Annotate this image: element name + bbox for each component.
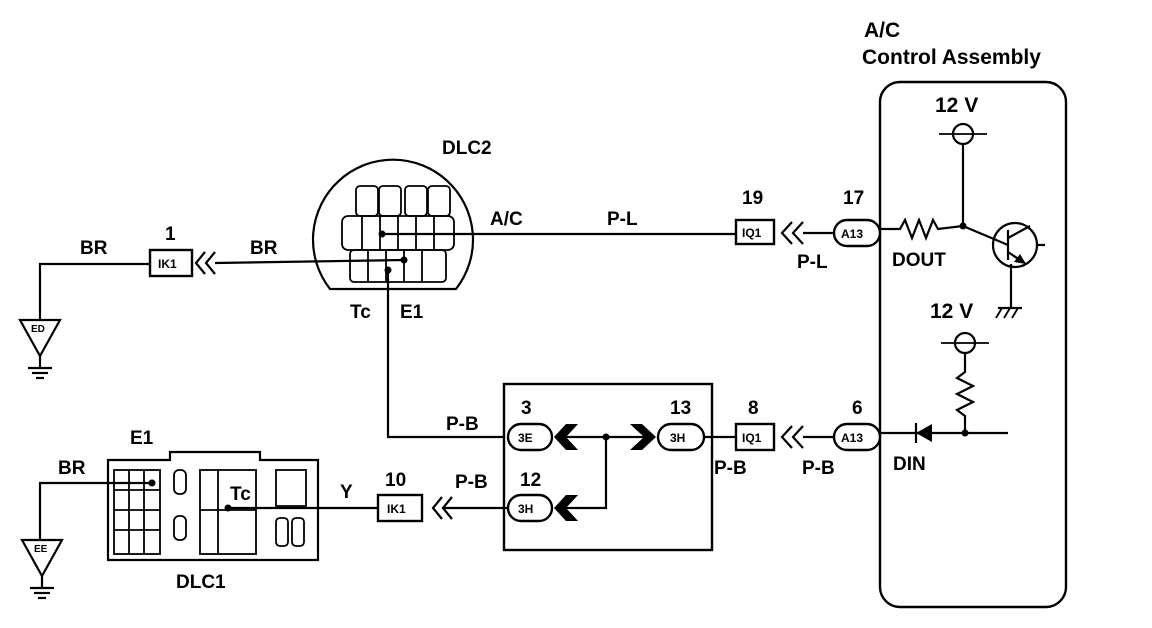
ik1-top-code: IK1	[158, 257, 177, 271]
iq1-bot-code: IQ1	[742, 431, 762, 445]
junction-connector-box	[502, 382, 714, 552]
chassis-ground-hatch	[995, 307, 1003, 319]
a13-bot-connector	[832, 422, 882, 452]
iq1-bot-chevron	[791, 425, 804, 449]
pl-wire-label: P-L	[607, 209, 638, 230]
din-diode	[916, 424, 932, 442]
pb-tc-wire	[386, 270, 506, 439]
transistor-collector	[1007, 225, 1031, 239]
junction-3e	[506, 422, 554, 452]
ik1-top-chevron	[204, 251, 216, 275]
a13-top-code: A13	[841, 227, 863, 241]
br-ground-label: BR	[80, 238, 108, 259]
br-ground-wire	[38, 262, 150, 320]
junction-pin3: 3	[521, 398, 532, 419]
a13-top-connector	[832, 218, 882, 248]
br-dlc1-label: BR	[58, 458, 86, 479]
a13-bot-pin: 6	[852, 398, 863, 419]
iq1-top-chevron	[791, 221, 804, 245]
din-pullup-resistor	[954, 353, 976, 433]
junction-3e-code: 3E	[518, 431, 533, 445]
dlc2-outline	[311, 158, 475, 291]
ed-ground-triangle	[18, 318, 62, 359]
dlc1-e1-label: E1	[130, 428, 154, 449]
supply-top-label: 12 V	[935, 94, 978, 117]
iq1-top-connector	[734, 218, 776, 246]
junction-3h-bot-code: 3H	[518, 502, 533, 516]
junction-3h-top-code: 3H	[670, 431, 685, 445]
ik1-top-connector	[148, 248, 194, 278]
ik1-bot-chevron	[431, 496, 443, 520]
iq1-bot-connector	[734, 422, 776, 452]
dlc1-tc-label: Tc	[230, 484, 251, 505]
din-label: DIN	[893, 454, 926, 475]
ik1-top-pin: 1	[165, 224, 176, 245]
br-dlc2-label: BR	[250, 238, 278, 259]
dout-resistor	[880, 216, 964, 242]
supply-mid-label: 12 V	[930, 300, 973, 323]
y-dlc1-label: Y	[340, 482, 353, 503]
pb-junction-out-label: P-B	[714, 458, 747, 479]
ik1-bot-pin: 10	[385, 470, 406, 491]
pl-conn-label: P-L	[797, 252, 828, 273]
chassis-ground-hatch	[1003, 307, 1011, 319]
dlc2-ac-label: A/C	[490, 209, 523, 230]
iq1-bot-pin: 8	[748, 398, 759, 419]
junction-pin12: 12	[520, 470, 541, 491]
dlc1-tc-pin-dot	[224, 504, 232, 512]
dlc2-name: DLC2	[442, 138, 492, 159]
a13-top-pin: 17	[843, 188, 864, 209]
ac-control-assembly-box	[878, 80, 1068, 609]
iq1-top-code: IQ1	[742, 226, 762, 240]
iq1-top-pin: 19	[742, 188, 763, 209]
dlc1-name: DLC1	[176, 572, 226, 593]
dlc2-e1-label: E1	[400, 302, 424, 323]
ac-assembly-title-line2: Control Assembly	[862, 46, 1041, 69]
pb-tc-label: P-B	[446, 414, 479, 435]
dlc1-outline	[106, 450, 320, 562]
dout-label: DOUT	[892, 250, 946, 271]
ik1-top-chevron	[194, 251, 206, 275]
transistor-arrow	[1014, 254, 1026, 264]
junction-pin13: 13	[670, 398, 691, 419]
chassis-ground-hatch	[1011, 307, 1019, 319]
junction-3h-arrow	[630, 424, 656, 450]
iq1-bot-chevron	[780, 425, 793, 449]
ik1-bot-code: IK1	[387, 502, 406, 516]
ik1-bot-chevron	[441, 496, 453, 520]
transistor-base-wire	[962, 224, 1009, 247]
a13-bot-code: A13	[841, 431, 863, 445]
pb-dlc1-label: P-B	[455, 472, 488, 493]
ed-ground-label: ED	[31, 324, 45, 335]
br-dlc1-wire	[38, 481, 152, 540]
iq1-top-chevron	[780, 221, 793, 245]
dlc2-tc-label: Tc	[350, 302, 371, 323]
ac-assembly-title-line1: A/C	[864, 19, 900, 42]
ee-ground-triangle	[20, 538, 64, 579]
junction-3h-bot-arrow	[554, 495, 578, 521]
ee-ground-label: EE	[34, 544, 48, 555]
pb-conn-label: P-B	[802, 458, 835, 479]
br-dlc2-wire	[214, 258, 405, 265]
junction-drop	[566, 437, 608, 510]
